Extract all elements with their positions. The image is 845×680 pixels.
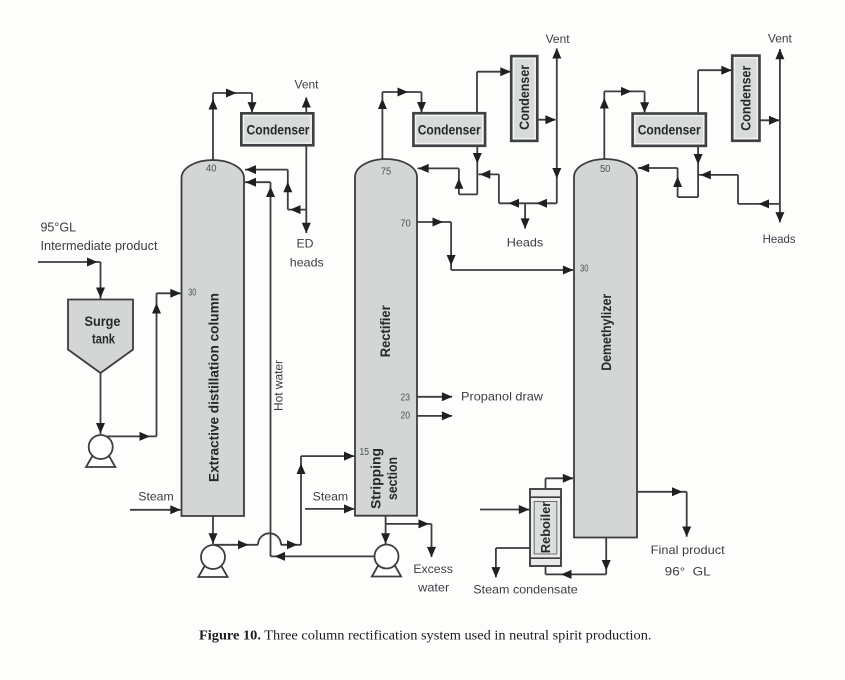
svg-text:Vent: Vent [546,32,571,46]
svg-text:Final product: Final product [651,543,726,557]
svg-text:Condenser: Condenser [739,65,754,131]
svg-text:Heads: Heads [507,236,544,250]
svg-text:40: 40 [206,164,217,175]
svg-text:95°GL: 95°GL [41,221,77,235]
svg-text:Extractive distillation column: Extractive distillation column [206,293,222,482]
svg-text:ED: ED [297,237,314,251]
svg-text:Stripping: Stripping [368,448,384,509]
svg-text:Heads: Heads [763,232,796,246]
svg-text:23: 23 [400,393,410,404]
svg-text:Condenser: Condenser [638,123,702,138]
svg-text:96° GL: 96° GL [665,564,711,578]
svg-text:15: 15 [359,447,369,458]
svg-text:water: water [417,581,449,595]
svg-text:20: 20 [400,411,410,422]
svg-text:Demethylizer: Demethylizer [598,293,614,370]
svg-text:Surge: Surge [85,313,121,329]
svg-text:Reboiler: Reboiler [538,502,553,554]
svg-text:Propanol draw: Propanol draw [461,389,543,403]
svg-text:Condenser: Condenser [247,123,311,138]
svg-text:70: 70 [400,219,411,230]
svg-text:Rectifier: Rectifier [377,305,393,358]
svg-text:50: 50 [600,164,611,175]
svg-text:Intermediate product: Intermediate product [41,239,159,253]
svg-text:Excess: Excess [413,562,453,576]
svg-text:Condenser: Condenser [517,64,532,130]
svg-text:75: 75 [381,167,392,178]
svg-text:Vent: Vent [768,32,793,46]
svg-text:Hot water: Hot water [272,360,286,411]
svg-text:tank: tank [92,330,115,346]
svg-text:heads: heads [290,256,324,270]
svg-text:30: 30 [580,264,589,275]
svg-text:Steam condensate: Steam condensate [473,583,578,597]
svg-text:Steam: Steam [313,490,349,504]
svg-text:Condenser: Condenser [418,123,482,138]
svg-text:Steam: Steam [138,490,174,504]
svg-text:30: 30 [188,288,196,299]
svg-text:Figure 10. Three column rectif: Figure 10. Three column rectification sy… [199,629,652,644]
svg-text:Vent: Vent [295,78,320,92]
svg-text:section: section [384,457,400,500]
